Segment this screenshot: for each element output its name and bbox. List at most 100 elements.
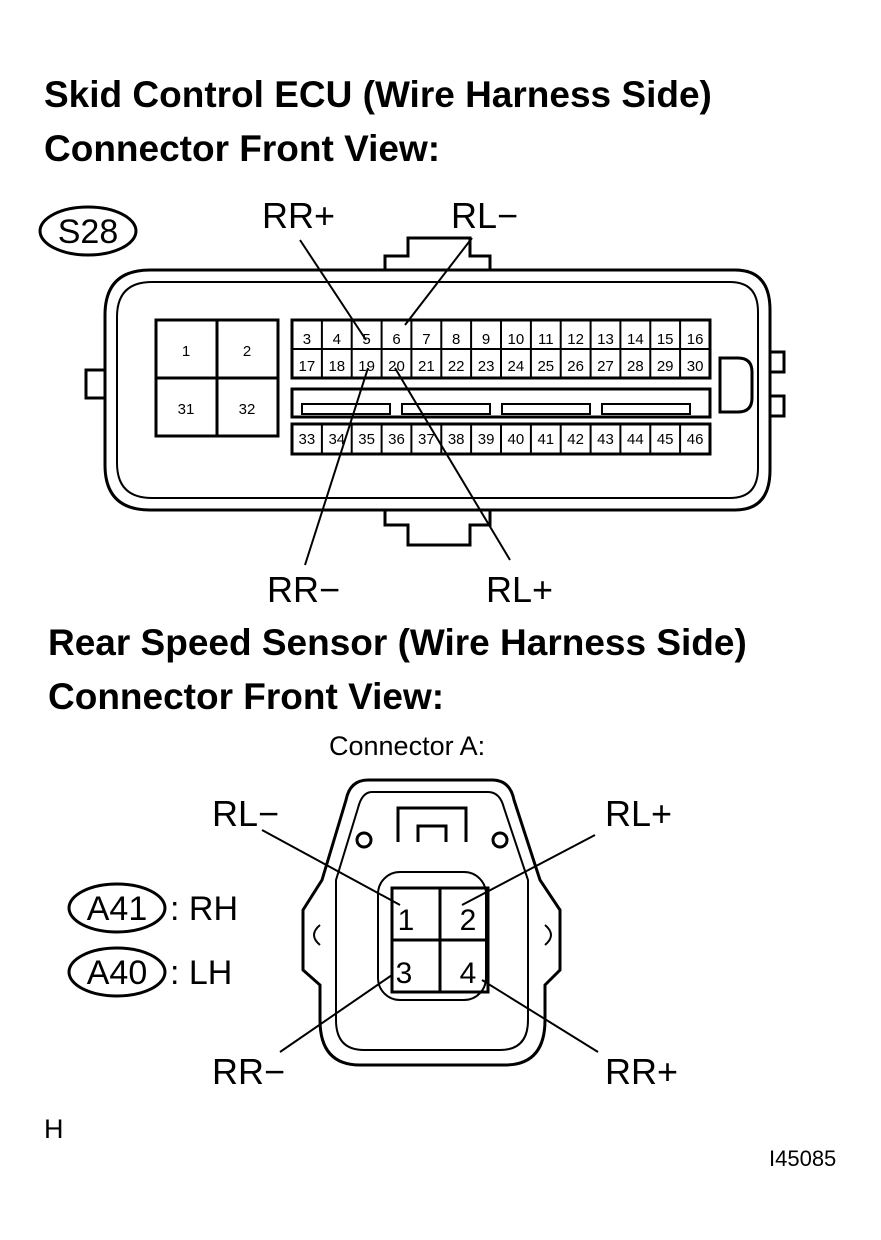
ecu-pin: 40 [508, 431, 525, 448]
leader-sensor-rr-plus [481, 979, 599, 1053]
ecu-pin: 46 [687, 431, 704, 448]
ecu-pin: 35 [358, 431, 375, 448]
ecu-pin: 13 [597, 331, 614, 348]
ecu-pin: 41 [537, 431, 554, 448]
ecu-pin: 6 [392, 331, 400, 348]
leader-sensor-rr-minus [279, 974, 393, 1053]
sensor-code-list: A41 : RH A40 : LH [67, 882, 238, 998]
ecu-pin: 45 [657, 431, 674, 448]
ecu-pin: 27 [597, 358, 614, 375]
sensor-label-rl-plus: RL+ [605, 793, 672, 834]
ecu-pin: 3 [303, 331, 311, 348]
ecu-pin: 25 [537, 358, 554, 375]
ecu-pin: 26 [567, 358, 584, 375]
ecu-big-pins: 1 2 31 32 [178, 343, 256, 418]
ecu-code-oval [38, 205, 138, 257]
ecu-pin: 43 [597, 431, 614, 448]
ecu-heading-line2: Connector Front View: [44, 128, 441, 169]
ecu-label-rl-plus: RL+ [486, 569, 553, 610]
ecu-pin: 19 [358, 358, 375, 375]
code-a40-side: : LH [170, 954, 232, 992]
ecu-pin: 15 [657, 331, 674, 348]
ecu-pin: 8 [452, 331, 460, 348]
ecu-pin: 24 [508, 358, 525, 375]
ecu-pin: 14 [627, 331, 644, 348]
sensor-connector [301, 778, 562, 1067]
footer-letter: H [44, 1114, 64, 1144]
connector-a-label: Connector A: [329, 731, 485, 761]
sensor-pin: 1 [398, 904, 415, 937]
ecu-connector-code: S28 [58, 213, 119, 251]
ecu-pin: 2 [243, 343, 251, 360]
ecu-pin: 34 [328, 431, 345, 448]
leader-rr-minus [304, 367, 369, 566]
sensor-label-rr-plus: RR+ [605, 1051, 678, 1092]
ecu-pin: 23 [478, 358, 495, 375]
sensor-leader-lines [261, 829, 599, 1053]
ecu-connector-outer [103, 268, 772, 512]
ecu-label-rr-minus: RR− [267, 569, 340, 610]
ecu-connector [38, 205, 786, 547]
leader-sensor-rl-minus [261, 829, 401, 906]
ecu-pin: 38 [448, 431, 465, 448]
sensor-side-tab-left [313, 924, 321, 946]
ecu-pin: 17 [299, 358, 316, 375]
sensor-pins: 1 2 3 4 [396, 904, 477, 990]
sensor-side-tab-right [544, 924, 552, 946]
ecu-pin: 10 [508, 331, 525, 348]
ecu-pin-row-3: 33 34 35 36 37 38 39 40 41 42 43 44 45 46 [299, 431, 704, 448]
ecu-pin: 7 [422, 331, 430, 348]
ecu-pin: 44 [627, 431, 644, 448]
ecu-bottom-latch [383, 510, 492, 547]
ecu-pin: 39 [478, 431, 495, 448]
sensor-label-rl-minus: RL− [212, 793, 279, 834]
ecu-right-tab [770, 350, 786, 418]
leader-rl-plus [394, 367, 511, 561]
sensor-latch [396, 806, 468, 842]
figure-id: I45085 [769, 1146, 836, 1171]
ecu-pin: 12 [567, 331, 584, 348]
sensor-heading-line1: Rear Speed Sensor (Wire Harness Side) [48, 622, 747, 663]
sensor-screw-right [491, 831, 509, 849]
ecu-pin: 20 [388, 358, 405, 375]
ecu-right-key [718, 356, 754, 414]
ecu-pin: 11 [538, 331, 554, 348]
ecu-pin: 9 [482, 331, 490, 348]
ecu-pin: 37 [418, 431, 435, 448]
code-a41-side: : RH [170, 890, 238, 928]
ecu-pin: 32 [239, 401, 256, 418]
sensor-pin: 2 [460, 904, 477, 937]
leader-sensor-rl-plus [461, 834, 596, 906]
ecu-pin: 18 [328, 358, 345, 375]
ecu-slot-bar [290, 387, 712, 419]
sensor-housing-outer [301, 778, 562, 1067]
code-oval-a40 [67, 946, 167, 998]
ecu-label-rl-minus: RL− [451, 195, 518, 236]
ecu-connector-inner [116, 281, 759, 499]
ecu-pin: 16 [687, 331, 704, 348]
sensor-label-rr-minus: RR− [212, 1051, 285, 1092]
leader-rl-minus [404, 237, 473, 326]
ecu-left-tab [84, 368, 105, 400]
ecu-pin: 29 [657, 358, 674, 375]
sensor-housing-inner [335, 791, 529, 1051]
sensor-screw-left [355, 831, 373, 849]
sensor-heading-line2: Connector Front View: [48, 676, 445, 717]
ecu-pin: 28 [627, 358, 644, 375]
code-a41: A41 [87, 890, 148, 928]
ecu-pin: 21 [418, 358, 435, 375]
leader-rr-plus [299, 239, 367, 341]
ecu-pin: 31 [178, 401, 195, 418]
ecu-pin: 36 [388, 431, 405, 448]
ecu-heading-line1: Skid Control ECU (Wire Harness Side) [44, 74, 712, 115]
ecu-top-latch [383, 236, 492, 270]
ecu-pin: 42 [567, 431, 584, 448]
code-a40: A40 [87, 954, 148, 992]
ecu-leader-lines [299, 237, 511, 566]
ecu-pin: 1 [182, 343, 190, 360]
ecu-pin: 33 [299, 431, 316, 448]
sensor-pin: 4 [460, 957, 477, 990]
